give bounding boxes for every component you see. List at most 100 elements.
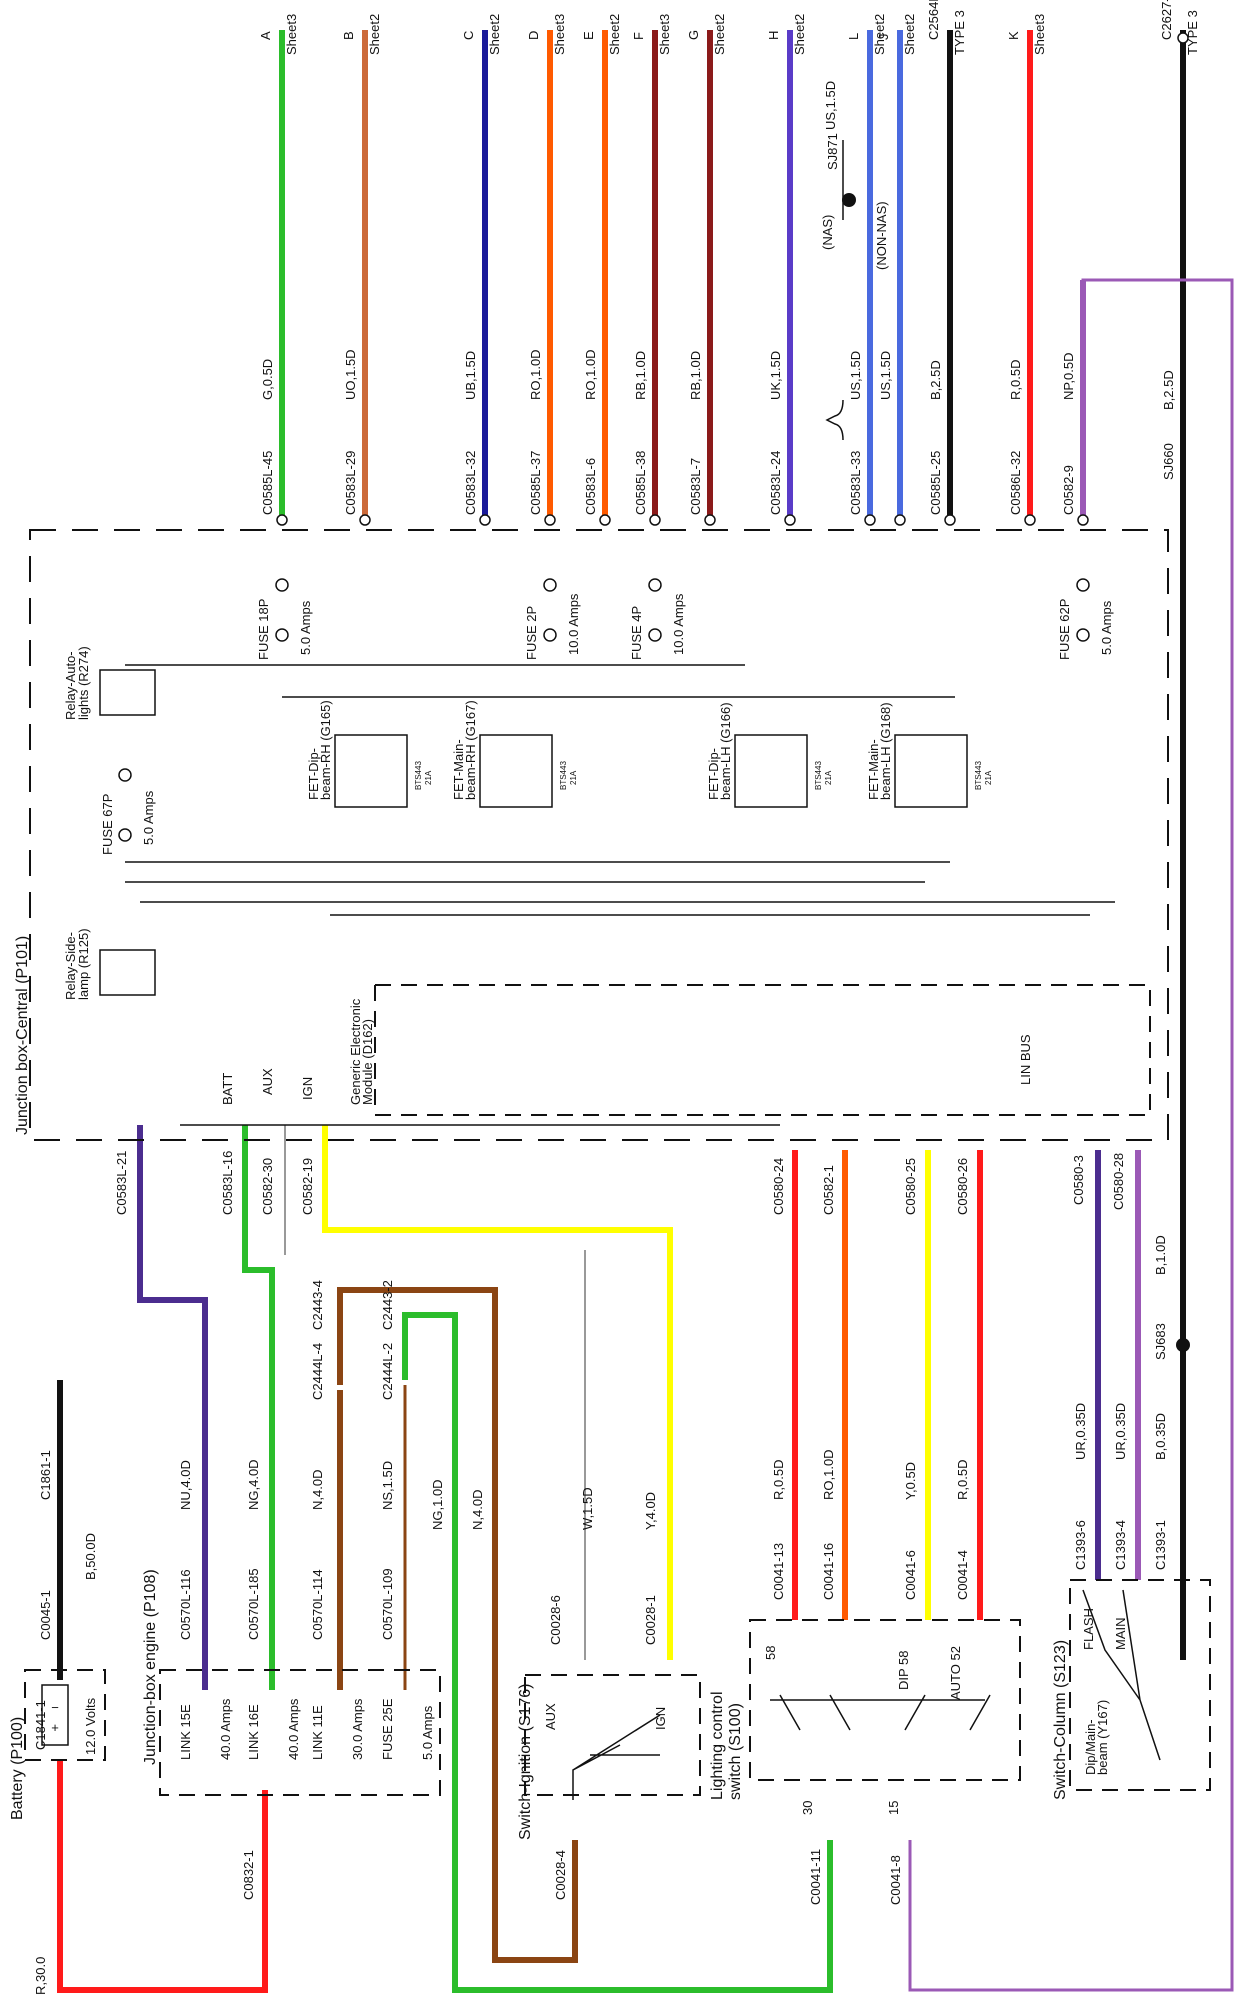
svg-text:UB,1.5D: UB,1.5D [463,351,478,400]
battery-plus: + [51,1720,59,1735]
svg-text:FUSE 2P: FUSE 2P [524,606,539,660]
svg-text:UK,1.5D: UK,1.5D [768,351,783,400]
conn-c0580-28: C0580-28 [1111,1153,1126,1210]
svg-text:C0585L-25: C0585L-25 [928,451,943,515]
svg-text:D: D [526,31,541,40]
wire-r30 [57,1760,268,1993]
svg-text:G,0.5D: G,0.5D [260,359,275,400]
svg-text:F: F [631,32,646,40]
nas-bracket [825,399,844,441]
svg-text:BTS443: BTS443 [414,761,423,790]
svg-text:RO,1.0D: RO,1.0D [583,349,598,400]
conn-c0582-1: C0582-1 [821,1165,836,1215]
battery-minus: − [51,1700,59,1715]
svg-text:C0583L-24: C0583L-24 [768,451,783,515]
svg-text:Sheet2: Sheet2 [792,14,807,55]
svg-text:21A: 21A [824,770,833,785]
svg-text:US,1.5D: US,1.5D [878,351,893,400]
junction-box-engine-outline [159,1669,441,1796]
svg-text:FUSE 25E: FUSE 25E [380,1698,395,1760]
spec-ns15: NS,1.5D [380,1461,395,1510]
conn-c0580-3: C0580-3 [1071,1155,1086,1205]
svg-text:UO,1.5D: UO,1.5D [343,349,358,400]
svg-text:G: G [686,30,701,40]
spec-y05: Y,0.5D [903,1462,918,1500]
svg-text:Sheet3: Sheet3 [552,14,567,55]
conn-c2443-4: C2443-4 [310,1280,325,1330]
svg-text:5.0 Amps: 5.0 Amps [141,790,156,845]
fet-dip-beam-lh: FET-Dip- beam-LH (G166) BTS443 21A [706,702,833,808]
wire-c0582-19 [322,1125,673,1660]
svg-text:L: L [846,33,861,40]
svg-text:FET-Dip-: FET-Dip- [706,748,721,800]
spec-b035: B,0.35D [1153,1413,1168,1460]
lighting-switch-label-1: Lighting control [709,1691,726,1800]
svg-text:Relay-Side-: Relay-Side- [63,932,78,1000]
spec-ur035b: UR,0.35D [1113,1403,1128,1460]
link-11e: LINK 11E 30.0 Amps [310,1698,365,1760]
conn-c0041-13: C0041-13 [771,1543,786,1600]
pin-58: 58 [763,1646,778,1660]
pin-dip58: DIP 58 [896,1650,911,1690]
svg-text:Sheet2: Sheet2 [712,14,727,55]
svg-text:FUSE 4P: FUSE 4P [629,606,644,660]
svg-text:Sheet2: Sheet2 [607,14,622,55]
gem-label-1: Generic Electronic [348,998,363,1105]
battery-label: Battery (P100) [9,1717,26,1820]
svg-text:Sheet2: Sheet2 [902,14,917,55]
svg-text:5.0 Amps: 5.0 Amps [420,1705,435,1760]
junction-box-engine-label: Junction-box engine (P108) [142,1569,159,1765]
svg-text:A: A [258,31,273,40]
aux-label: AUX [260,1068,275,1095]
conn-c1861-1: C1861-1 [38,1450,53,1500]
conn-c0832-1: C0832-1 [241,1850,256,1900]
spec-ng10: NG,1.0D [430,1479,445,1530]
svg-text:C0582-9: C0582-9 [1061,465,1076,515]
svg-text:C2564L-1: C2564L-1 [926,0,941,40]
switch-column-outline [1069,1579,1211,1791]
svg-text:C0583L-32: C0583L-32 [463,451,478,515]
ign-label: IGN [300,1077,315,1100]
wire-np05 [908,278,1234,1992]
fuse-62p: FUSE 62P 5.0 Amps [1057,578,1114,660]
conn-c0580-24: C0580-24 [771,1158,786,1215]
conn-c1393-1: C1393-1 [1153,1520,1168,1570]
wire-c0583l-21 [137,1125,208,1690]
flash-label: FLASH [1081,1608,1096,1650]
column-switch-contacts [1082,1589,1161,1761]
svg-text:beam-RH (G167): beam-RH (G167) [463,700,478,800]
svg-text:C2627-1: C2627-1 [1159,0,1174,40]
svg-text:BTS443: BTS443 [814,761,823,790]
junction-box-central-label: Junction box-Central (P101) [14,936,31,1135]
conn-c0580-25: C0580-25 [903,1158,918,1215]
svg-text:FUSE 67P: FUSE 67P [100,794,115,855]
spec-r30: R,30.0 [33,1957,48,1995]
conn-c0041-16: C0041-16 [821,1543,836,1600]
batt-label: BATT [220,1073,235,1105]
conn-c0045-1: C0045-1 [38,1590,53,1640]
conn-c0580-26: C0580-26 [955,1158,970,1215]
svg-text:40.0 Amps: 40.0 Amps [286,1698,301,1760]
spec-n40: N,4.0D [310,1470,325,1510]
svg-text:RO,1.0D: RO,1.0D [528,349,543,400]
svg-text:C: C [461,31,476,40]
spec-r05b: R,0.5D [955,1460,970,1500]
main-label: MAIN [1113,1618,1128,1651]
conn-c0028-6: C0028-6 [548,1595,563,1645]
svg-text:beam-LH (G166): beam-LH (G166) [718,702,733,800]
conn-c0582-19: C0582-19 [300,1158,315,1215]
relay-auto-lights: Relay-Auto- lights (R274) [63,646,156,720]
wire-c0583l-16 [242,1125,275,1690]
lin-bus-label: LIN BUS [1018,1034,1033,1085]
pin-auto52: AUTO 52 [948,1646,963,1700]
svg-text:lights (R274): lights (R274) [76,646,91,720]
svg-text:30.0 Amps: 30.0 Amps [350,1698,365,1760]
svg-text:LINK 15E: LINK 15E [178,1704,193,1760]
